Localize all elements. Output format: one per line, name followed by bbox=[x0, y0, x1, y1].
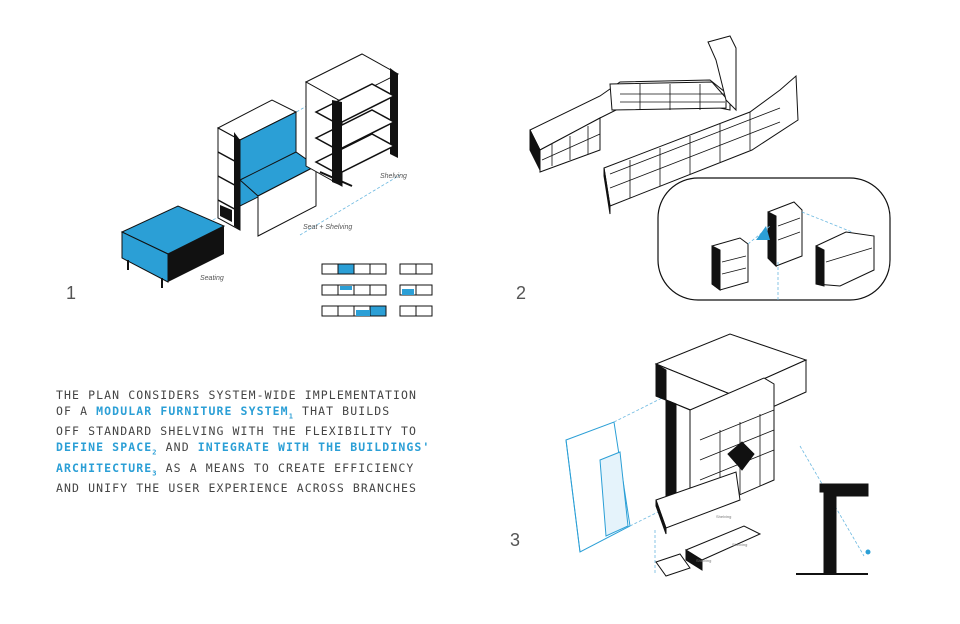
statement-line-2b: THAT BUILDS bbox=[294, 403, 391, 418]
panel-number-1: 1 bbox=[66, 283, 77, 303]
label-seat-shelving: Seat + Shelving bbox=[303, 224, 353, 231]
straight-shelving-run bbox=[603, 74, 799, 215]
highlight-define-space: DEFINE SPACE bbox=[56, 439, 153, 454]
statement-line-4b: AND bbox=[157, 439, 198, 454]
seating-module bbox=[120, 205, 226, 288]
base-plinth bbox=[655, 525, 762, 577]
svg-text:Shelving: Shelving bbox=[716, 514, 731, 519]
statement-line-6: AND UNIFY THE USER EXPERIENCE ACROSS BRA… bbox=[56, 481, 418, 496]
detail-modules bbox=[711, 201, 875, 291]
statement-line-1: THE PLAN CONSIDERS SYSTEM-WIDE IMPLEMENT… bbox=[56, 388, 418, 402]
glass-column bbox=[565, 421, 631, 553]
highlight-architecture: ARCHITECTURE bbox=[56, 460, 153, 475]
panel-number-3: 3 bbox=[510, 530, 521, 550]
panel-3: Shelving Shelving Shelving 3 bbox=[480, 330, 960, 624]
label-seating: Seating bbox=[200, 275, 224, 282]
svg-text:Shelving: Shelving bbox=[732, 542, 747, 547]
statement-line-3: OFF STANDARD SHELVING WITH THE FLEXIBILI… bbox=[56, 424, 418, 439]
statement-line-5b: AS A MEANS TO CREATE EFFICIENCY bbox=[157, 460, 415, 475]
highlight-sub-2: 2 bbox=[152, 448, 158, 457]
highlight-integrate: INTEGRATE WITH THE BUILDINGS' bbox=[197, 439, 431, 454]
panel-3-illustration: Shelving Shelving Shelving bbox=[565, 333, 871, 577]
wall-integrated-shelving bbox=[654, 333, 808, 535]
highlight-sub-3: 3 bbox=[152, 468, 158, 477]
project-statement: THE PLAN CONSIDERS SYSTEM-WIDE IMPLEMENT… bbox=[56, 388, 436, 497]
bent-shelving-run bbox=[529, 35, 737, 173]
panel-2: 2 bbox=[480, 0, 960, 330]
panel-2-illustration bbox=[529, 35, 891, 301]
panel-number-2: 2 bbox=[516, 283, 527, 303]
shelving-module bbox=[304, 53, 400, 187]
statement-line-5: ARCHITECTURE3 AS A MEANS TO CREATE EFFIC… bbox=[56, 461, 436, 482]
configuration-grid bbox=[321, 263, 433, 317]
seat-shelving-module bbox=[216, 99, 317, 237]
section-detail bbox=[796, 483, 871, 575]
panel-1: 1 Seating Seat + Shelving Shelving bbox=[0, 0, 480, 330]
statement-line-4: DEFINE SPACE2 AND INTEGRATE WITH THE BUI… bbox=[56, 440, 436, 461]
statement-line-2: OF A MODULAR FURNITURE SYSTEM1 THAT BUIL… bbox=[56, 404, 436, 425]
panel-1-illustration bbox=[120, 53, 433, 317]
statement-line-2a: OF A bbox=[56, 403, 97, 418]
label-shelving: Shelving bbox=[380, 173, 407, 180]
svg-text:Shelving: Shelving bbox=[696, 558, 711, 563]
highlight-sub-1: 1 bbox=[288, 411, 295, 420]
highlight-modular-furniture: MODULAR FURNITURE SYSTEM bbox=[96, 403, 289, 418]
